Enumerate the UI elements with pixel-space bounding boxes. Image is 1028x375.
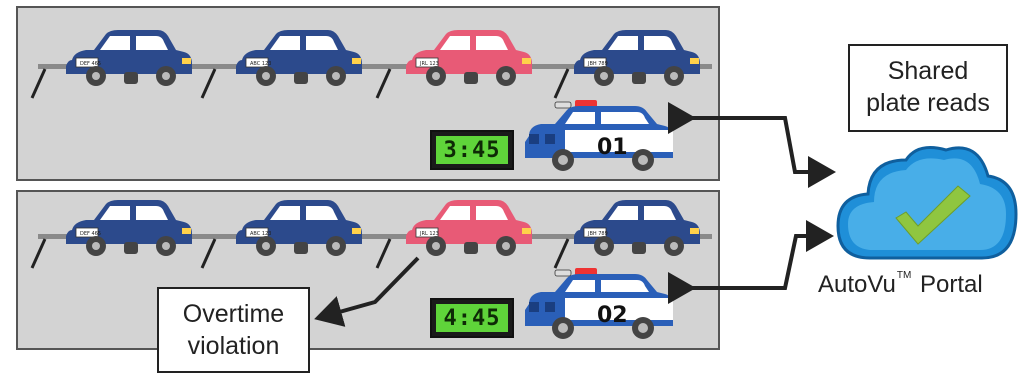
timer-value: 4:45 — [436, 304, 508, 332]
car-icon — [65, 29, 193, 87]
portal-name-suffix: Portal — [919, 271, 983, 298]
violating-car-icon — [405, 29, 533, 87]
car-icon — [235, 29, 363, 87]
curb-top — [30, 64, 712, 99]
callout-line: violation — [187, 332, 280, 360]
cloud-icon — [836, 146, 1018, 260]
plate-label: JRL 123 — [419, 61, 439, 67]
violating-car-icon — [405, 199, 533, 257]
callout-line: Overtime — [182, 300, 285, 328]
portal-name: AutoVu — [818, 271, 896, 298]
shared-plate-reads-callout: Shared plate reads — [848, 44, 1008, 132]
meter-timer-bottom: 4:45 — [430, 298, 514, 338]
checkmark-icon — [895, 185, 971, 245]
patrol-car-number: 01 — [597, 135, 628, 160]
plate-label: JBH 789 — [587, 61, 608, 67]
arrow-icon — [668, 102, 836, 188]
timer-value: 3:45 — [436, 136, 508, 164]
car-icon — [65, 199, 193, 257]
car-icon — [573, 29, 701, 87]
arrow-icon — [314, 256, 420, 327]
patrol-car-number: 02 — [597, 303, 628, 328]
plate-label: JRL 123 — [419, 231, 439, 237]
callout-line: plate reads — [866, 89, 990, 117]
callout-line: Shared — [887, 57, 969, 85]
arrow-icon — [668, 220, 834, 304]
plate-label: ABC 123 — [250, 231, 271, 237]
plate-label: DEF 465 — [80, 231, 101, 237]
curb-bottom — [30, 234, 712, 269]
car-icon — [573, 199, 701, 257]
overtime-violation-callout: Overtime violation — [157, 287, 310, 373]
meter-timer-top: 3:45 — [430, 130, 514, 170]
portal-label: AutoVuTM Portal — [818, 270, 1028, 299]
trademark-symbol: TM — [896, 270, 912, 281]
plate-label: ABC 123 — [250, 61, 271, 67]
plate-label: JBH 789 — [587, 231, 608, 237]
plate-label: DEF 465 — [80, 61, 101, 67]
car-icon — [235, 199, 363, 257]
